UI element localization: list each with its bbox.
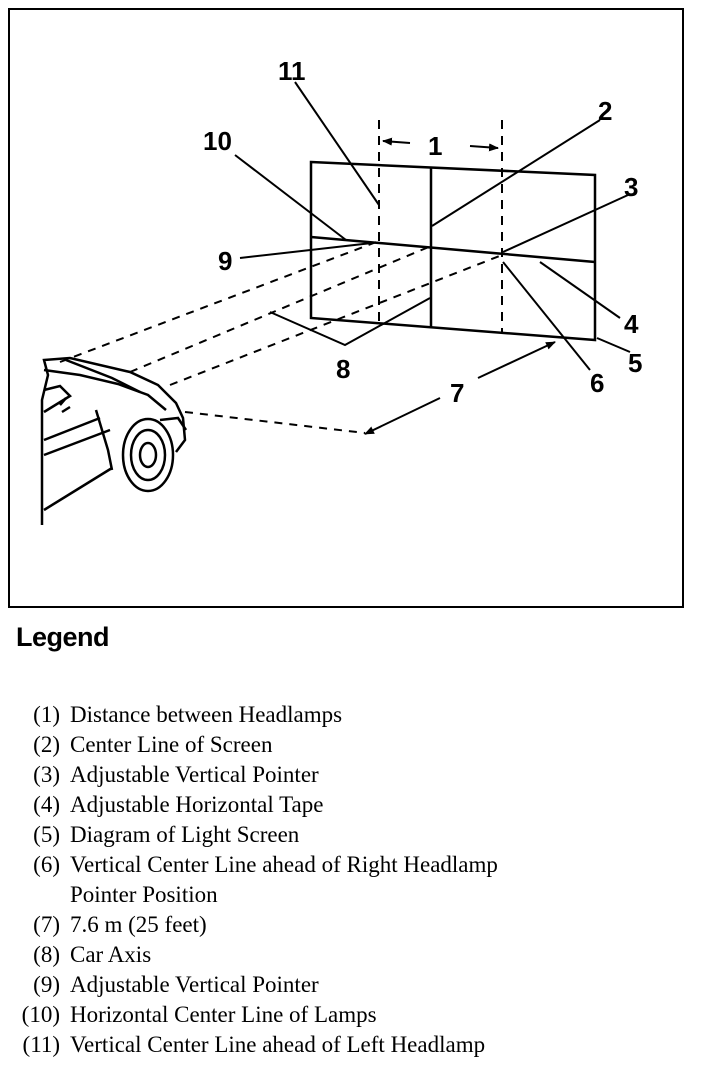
horizontal-tape <box>310 235 596 264</box>
legend-item-text: Vertical Center Line ahead of Left Headl… <box>70 1032 486 1057</box>
callout-6: 6 <box>590 368 604 398</box>
headlamp-aim-diagram: 1 2 3 4 5 6 7 8 9 10 11 <box>40 56 642 525</box>
legend-item: (11) Vertical Center Line ahead of Left … <box>0 1030 704 1060</box>
callout-8: 8 <box>336 354 350 384</box>
distance-arrow <box>382 137 499 152</box>
legend-item: (2) Center Line of Screen <box>0 730 704 760</box>
legend-item-number: (11) <box>22 1032 60 1057</box>
callout-9: 9 <box>218 246 232 276</box>
legend-item: (8) Car Axis <box>0 940 704 970</box>
callout-1: 1 <box>428 131 442 161</box>
light-beams <box>59 240 503 434</box>
legend-title: Legend <box>16 622 110 652</box>
legend-item-number: (1) <box>33 702 60 727</box>
legend-item-number: (10) <box>21 1002 60 1027</box>
legend-item-text: Adjustable Vertical Pointer <box>70 972 319 997</box>
legend-item-number: (4) <box>33 792 60 817</box>
legend-item-number: (3) <box>33 762 60 787</box>
legend-item: (10) Horizontal Center Line of Lamps <box>0 1000 704 1030</box>
callout-3: 3 <box>624 172 638 202</box>
legend-item: (5) Diagram of Light Screen <box>0 820 704 850</box>
car <box>40 356 188 525</box>
legend-item-text: Vertical Center Line ahead of Right Head… <box>70 852 498 877</box>
legend-item-number: (5) <box>33 822 60 847</box>
legend-item-number: (9) <box>33 972 60 997</box>
legend-item-text: Horizontal Center Line of Lamps <box>70 1002 377 1027</box>
legend-item-text: Diagram of Light Screen <box>70 822 300 847</box>
leader-lines <box>234 81 631 371</box>
diagram-frame <box>8 8 684 608</box>
legend-item: (3) Adjustable Vertical Pointer <box>0 760 704 790</box>
legend-item: (9) Adjustable Vertical Pointer <box>0 970 704 1000</box>
callout-10: 10 <box>203 126 232 156</box>
legend-item: (4) Adjustable Horizontal Tape <box>0 790 704 820</box>
callout-7: 7 <box>450 378 464 408</box>
legend-item-number: (2) <box>33 732 60 757</box>
distance-7-arrow <box>364 341 556 435</box>
callout-2: 2 <box>598 96 612 126</box>
legend-item-text: Car Axis <box>70 942 152 967</box>
callout-5: 5 <box>628 348 642 378</box>
legend-item: (1) Distance between Headlamps <box>0 700 704 730</box>
legend-item-continuation: Pointer Position <box>0 880 704 910</box>
callout-11: 11 <box>278 56 306 86</box>
legend-item-text: Distance between Headlamps <box>70 702 343 727</box>
legend-item-text: Center Line of Screen <box>70 732 273 757</box>
legend-item-text: Adjustable Vertical Pointer <box>70 762 319 787</box>
legend-item-number: (7) <box>33 912 60 937</box>
light-screen <box>309 160 597 342</box>
legend-item-number: (6) <box>33 852 60 877</box>
legend-item-text: Adjustable Horizontal Tape <box>70 792 324 817</box>
legend-item-number: (8) <box>33 942 60 967</box>
legend-item: (7) 7.6 m (25 feet) <box>0 910 704 940</box>
legend-item-text: 7.6 m (25 feet) <box>70 912 207 937</box>
legend-list: (1) Distance between Headlamps (2) Cente… <box>0 700 704 1060</box>
legend-item: (6) Vertical Center Line ahead of Right … <box>0 850 704 880</box>
legend-item-text: Pointer Position <box>70 882 218 907</box>
callout-4: 4 <box>624 309 639 339</box>
